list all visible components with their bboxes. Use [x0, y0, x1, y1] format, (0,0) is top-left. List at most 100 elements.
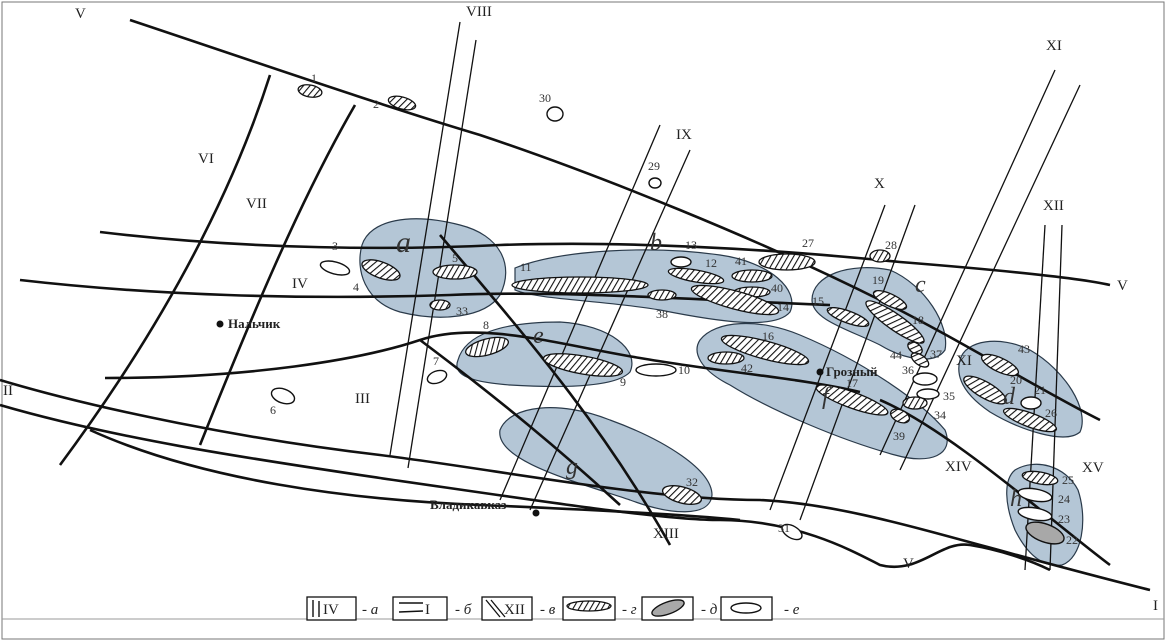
deposit-number: 24 — [1058, 492, 1070, 506]
legend-sample: XII — [504, 602, 525, 618]
deposit-number: 28 — [885, 238, 897, 252]
deposits — [270, 84, 1065, 545]
deposit-number: 39 — [893, 429, 905, 443]
deposit-number: 7 — [433, 354, 439, 368]
roman-label: I — [1153, 598, 1158, 614]
fault-iv — [19, 278, 831, 307]
deposit-number: 3 — [332, 239, 338, 253]
fault-g — [419, 338, 621, 506]
zone-letter: e — [533, 323, 544, 349]
deposit-number: 32 — [686, 475, 698, 489]
roman-label: X — [874, 176, 885, 192]
deposit-number: 11 — [520, 260, 532, 274]
deposit-number: 8 — [483, 318, 489, 332]
legend-item-open-deposit: - е — [720, 596, 800, 621]
deposit-number: 40 — [771, 281, 783, 295]
deposit-number: 26 — [1045, 406, 1057, 420]
deposit-number: 5 — [452, 251, 458, 265]
deposit-number: 33 — [456, 304, 468, 318]
legend-label: - б — [455, 602, 472, 618]
zone-letter: b — [650, 230, 662, 256]
roman-label: VI — [198, 151, 214, 167]
legend-label: - a — [362, 602, 378, 618]
deposit-number: 34 — [934, 408, 946, 422]
deposit-number: 22 — [1066, 533, 1078, 547]
deposit-number: 35 — [943, 389, 955, 403]
zone-g — [499, 407, 713, 513]
deposit-number: 44 — [890, 348, 902, 362]
deposit-number: 9 — [620, 375, 626, 389]
deposit-number: 23 — [1058, 512, 1070, 526]
deposit-number: 20 — [1010, 373, 1022, 387]
deposit-number: 10 — [678, 363, 690, 377]
legend-label: - е — [784, 602, 800, 618]
roman-label: VII — [246, 196, 267, 212]
deposit-number: 27 — [802, 236, 814, 250]
legend: IV - a I - б XII - в - г - д - е — [306, 596, 800, 621]
deposit-number: 25 — [1062, 473, 1074, 487]
zone-labels: V VIII IX X XI XII VI VII IV III II I V … — [3, 4, 1158, 614]
legend-label: - г — [622, 602, 637, 618]
legend-label: - д — [701, 602, 718, 618]
fault-v-north — [129, 18, 1101, 422]
legend-label: - в — [540, 602, 556, 618]
roman-label: IV — [292, 276, 308, 292]
fault-iii — [104, 331, 861, 394]
legend-item-transverse-zone: IV - a — [306, 596, 378, 621]
deposit-number: 1 — [311, 71, 317, 85]
deposit-number: 6 — [270, 403, 276, 417]
legend-item-diagonal-zone: XII - в — [481, 596, 556, 621]
fault-lower — [89, 428, 741, 522]
zone-letter: f — [822, 384, 832, 410]
roman-label: XV — [1082, 460, 1104, 476]
deposit-numbers: 1 2 30 29 3 4 5 33 13 11 12 41 27 28 40 … — [270, 71, 1078, 547]
roman-label: XIII — [653, 526, 679, 542]
roman-label: XIV — [945, 459, 972, 475]
city-marker-grozny — [816, 368, 824, 376]
deposit-number: 38 — [656, 307, 668, 321]
legend-item-hatched-deposit: - г — [562, 596, 637, 621]
roman-label: XI — [956, 353, 972, 369]
zone-letter: g — [566, 454, 578, 480]
legend-sample: IV — [323, 602, 339, 618]
fault-vi — [58, 74, 272, 466]
deposit-number: 18 — [912, 313, 924, 327]
legend-sample: I — [425, 602, 430, 618]
fault-ii — [0, 403, 1051, 572]
roman-label: XI — [1046, 38, 1062, 54]
roman-label: V — [1117, 278, 1128, 294]
deposit-number: 16 — [762, 329, 774, 343]
legend-item-grey-deposit: - д — [641, 596, 718, 621]
deposit-number: 29 — [648, 159, 660, 173]
fault-v-east — [99, 230, 1111, 287]
city-marker-vladikavkaz — [532, 509, 540, 517]
roman-label: III — [355, 391, 370, 407]
fault-vii — [198, 104, 357, 446]
deposit-number: 14 — [777, 300, 789, 314]
deposit-number: 12 — [705, 256, 717, 270]
zone-letter: c — [915, 272, 926, 298]
zone-letters: a b c d e f g h — [396, 226, 1022, 512]
deposit-number: 15 — [812, 294, 824, 308]
deposit-number: 36 — [902, 363, 914, 377]
deposit-number: 19 — [872, 273, 884, 287]
roman-label: V — [903, 556, 914, 572]
roman-label: XII — [1043, 198, 1064, 214]
roman-label: II — [3, 383, 13, 399]
deposit-number: 37 — [930, 347, 942, 361]
deposit-number: 13 — [685, 238, 697, 252]
roman-label: IX — [676, 127, 692, 143]
deposit-number: 21 — [1034, 383, 1046, 397]
city-label-vladikavkaz: Владикавказ — [430, 497, 506, 512]
deposit-number: 42 — [741, 361, 753, 375]
roman-label: VIII — [466, 4, 492, 20]
deposit-number: 4 — [353, 280, 359, 294]
roman-label: V — [75, 6, 86, 22]
zone-letter: d — [1003, 384, 1016, 410]
deposit-number: 2 — [373, 97, 379, 111]
city-label-nalchik: Нальчик — [228, 316, 281, 331]
deposit-number: 30 — [539, 91, 551, 105]
